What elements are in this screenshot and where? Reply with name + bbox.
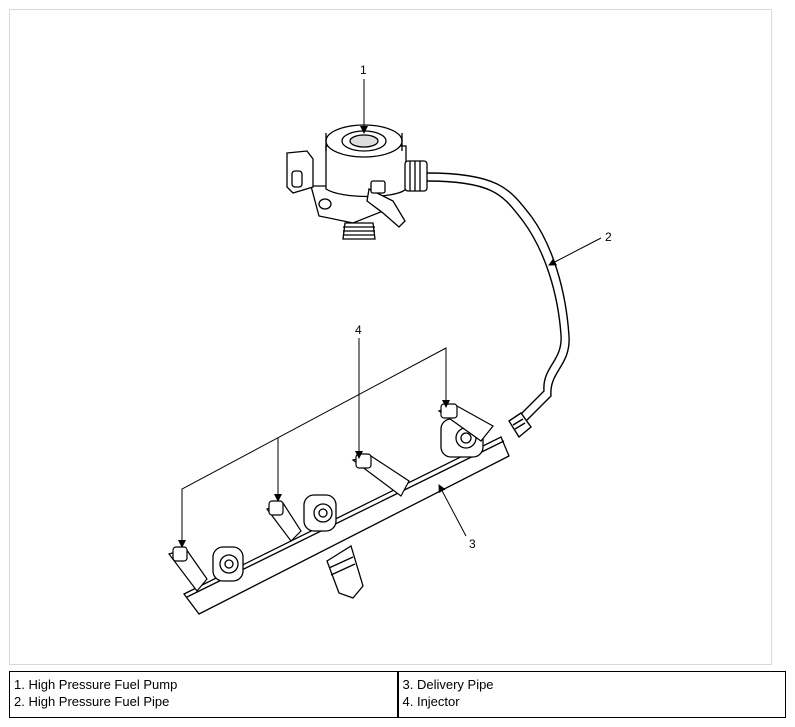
callout-3: 3 bbox=[469, 537, 476, 551]
high-pressure-fuel-pump bbox=[286, 124, 428, 240]
legend-table: 1. High Pressure Fuel Pump 2. High Press… bbox=[9, 671, 786, 718]
fuel-system-diagram: 1 2 3 4 bbox=[167, 63, 612, 615]
callout-4: 4 bbox=[355, 323, 362, 337]
callout-leaders bbox=[178, 79, 602, 548]
callout-1: 1 bbox=[360, 63, 367, 77]
legend-item: 4. Injector bbox=[402, 694, 460, 709]
legend-item: 1. High Pressure Fuel Pump bbox=[14, 677, 178, 692]
legend-column-right: 3. Delivery Pipe 4. Injector bbox=[396, 672, 786, 717]
callout-2: 2 bbox=[605, 230, 612, 244]
diagram-frame: 1 2 3 4 bbox=[9, 9, 772, 665]
injectors bbox=[167, 403, 494, 592]
high-pressure-fuel-pipe bbox=[426, 172, 570, 439]
delivery-pipe bbox=[183, 418, 510, 615]
legend-column-left: 1. High Pressure Fuel Pump 2. High Press… bbox=[10, 672, 397, 717]
legend-item: 2. High Pressure Fuel Pipe bbox=[14, 694, 170, 709]
legend-item: 3. Delivery Pipe bbox=[402, 677, 494, 692]
